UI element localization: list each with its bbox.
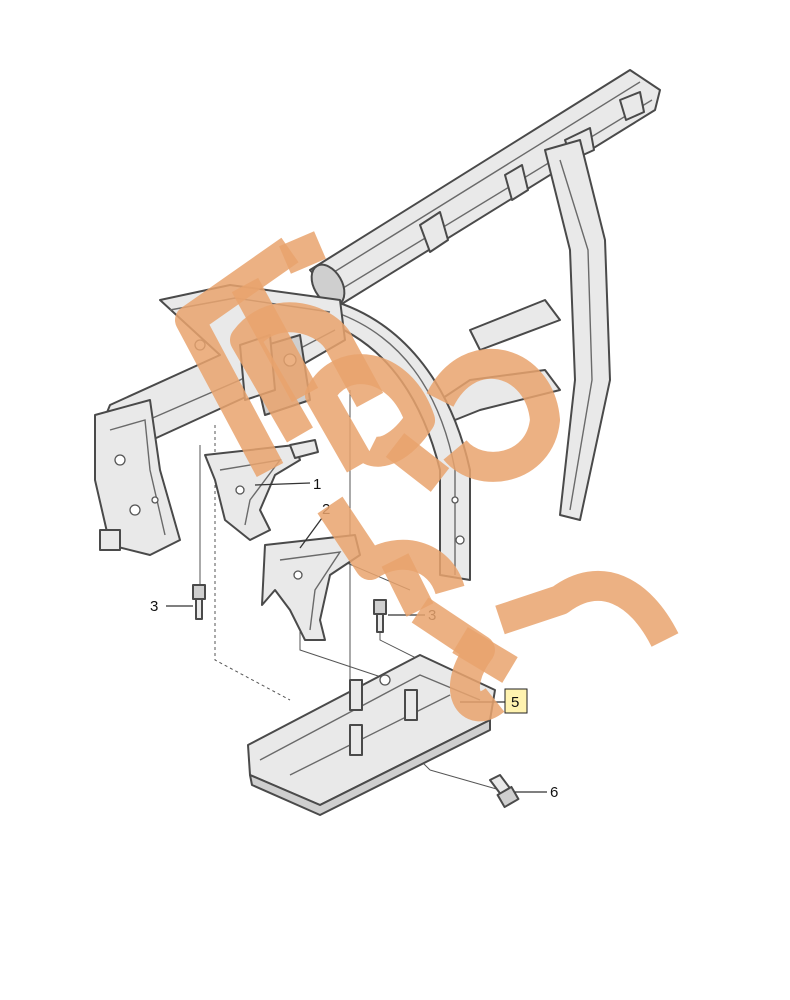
bolt-part-6 — [489, 774, 520, 809]
control-module-part-5 — [247, 654, 496, 816]
svg-text:5: 5 — [511, 694, 519, 711]
svg-text:3: 3 — [150, 598, 158, 615]
callout-3-left: 3 — [150, 598, 158, 615]
callout-5-highlighted: 5 — [504, 688, 528, 714]
svg-text:6: 6 — [550, 784, 558, 801]
callout-1: 1 — [313, 476, 321, 493]
bracket-part-1 — [204, 439, 319, 541]
bolt-part-3-left — [192, 584, 206, 620]
svg-text:1: 1 — [313, 476, 321, 493]
callout-6: 6 — [550, 784, 558, 801]
bolt-part-3-right — [373, 599, 387, 633]
euro-parts-watermark — [175, 231, 679, 722]
